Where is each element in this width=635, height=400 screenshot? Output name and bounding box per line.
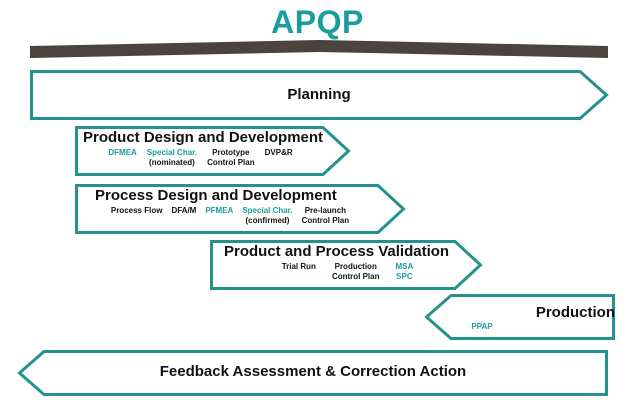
stage-feedback-shape bbox=[17, 350, 608, 396]
stage-product-design[interactable]: Product Design and Development DFMEA Spe… bbox=[75, 126, 351, 176]
stage-feedback[interactable]: Feedback Assessment & Correction Action bbox=[17, 350, 608, 396]
sublabel-ppap: PPAP bbox=[471, 322, 493, 331]
stage-validation[interactable]: Product and Process Validation Trial Run… bbox=[210, 240, 483, 290]
stage-process-design-label: Process Design and Development bbox=[95, 187, 337, 204]
sublabel-special-char-confirmed: Special Char. (confirmed) bbox=[242, 206, 293, 225]
stage-process-design[interactable]: Process Design and Development Process F… bbox=[75, 184, 406, 234]
stage-planning[interactable]: Planning bbox=[30, 70, 609, 120]
sublabel-dvpr: DVP&R bbox=[264, 148, 293, 157]
stage-product-design-shape bbox=[75, 126, 351, 176]
sublabel-dfam: DFA/M bbox=[171, 206, 197, 215]
sublabel-pfmea: PFMEA bbox=[205, 206, 234, 215]
sublabel-special-char-nominated: Special Char. (nominated) bbox=[146, 148, 198, 167]
ridge-bar-decoration bbox=[30, 40, 608, 60]
stage-production-sublabels: PPAP bbox=[447, 322, 517, 332]
sublabel-process-flow: Process Flow bbox=[110, 206, 163, 215]
sublabel-pre-launch-control-plan: Pre-launch Control Plan bbox=[301, 206, 350, 225]
stage-validation-shape bbox=[210, 240, 483, 290]
stage-validation-label: Product and Process Validation bbox=[224, 243, 450, 260]
page-title: APQP bbox=[271, 4, 364, 40]
sublabel-production-control-plan: Production Control Plan bbox=[331, 262, 380, 281]
ridge-bar-shape bbox=[30, 40, 608, 58]
stage-feedback-label: Feedback Assessment & Correction Action bbox=[159, 363, 467, 380]
sublabel-prototype-control-plan: Prototype Control Plan bbox=[207, 148, 255, 167]
stage-planning-shape bbox=[30, 70, 609, 120]
stage-product-design-label: Product Design and Development bbox=[83, 129, 324, 146]
sublabel-trial-run: Trial Run bbox=[281, 262, 316, 271]
stage-planning-label: Planning bbox=[287, 86, 351, 103]
stage-production[interactable]: Production PPAP bbox=[424, 294, 615, 340]
sublabel-msa-spc: MSA SPC bbox=[395, 262, 414, 281]
stage-production-label: Production bbox=[535, 304, 615, 321]
sublabel-dfmea: DFMEA bbox=[108, 148, 137, 157]
stage-product-design-sublabels: DFMEA Special Char. (nominated) Prototyp… bbox=[83, 148, 318, 167]
stage-production-shape bbox=[424, 294, 615, 340]
stage-validation-sublabels: Trial Run Production Control Plan MSA SP… bbox=[240, 262, 455, 281]
stage-process-design-shape bbox=[75, 184, 406, 234]
stage-process-design-sublabels: Process Flow DFA/M PFMEA Special Char. (… bbox=[85, 206, 375, 225]
